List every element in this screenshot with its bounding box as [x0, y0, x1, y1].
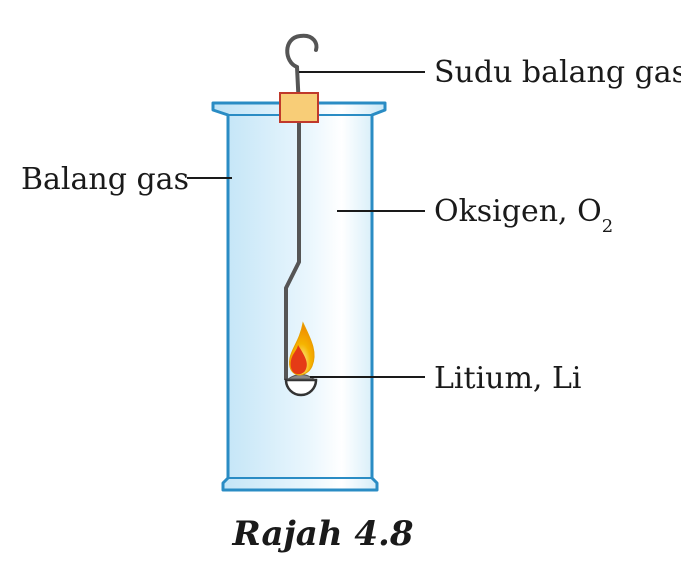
figure-caption: Rajah 4.8 — [231, 514, 413, 554]
label-oxygen-subscript: 2 — [602, 216, 613, 237]
label-lithium: Litium, Li — [434, 361, 582, 396]
cork-stopper — [279, 92, 319, 123]
label-oxygen: Oksigen, O2 — [434, 194, 613, 237]
label-oxygen-text: Oksigen, O — [434, 194, 602, 229]
gas-jar — [211, 101, 387, 492]
spoon-cup — [284, 378, 318, 397]
label-jar: Balang gas — [21, 162, 189, 197]
flame — [289, 321, 315, 376]
flame-inner — [290, 345, 307, 375]
spoon-hook — [285, 33, 319, 69]
gas-jar-spoon — [279, 33, 319, 397]
label-spoon: Sudu balang gas — [434, 55, 681, 90]
leader-lines — [187, 71, 425, 378]
